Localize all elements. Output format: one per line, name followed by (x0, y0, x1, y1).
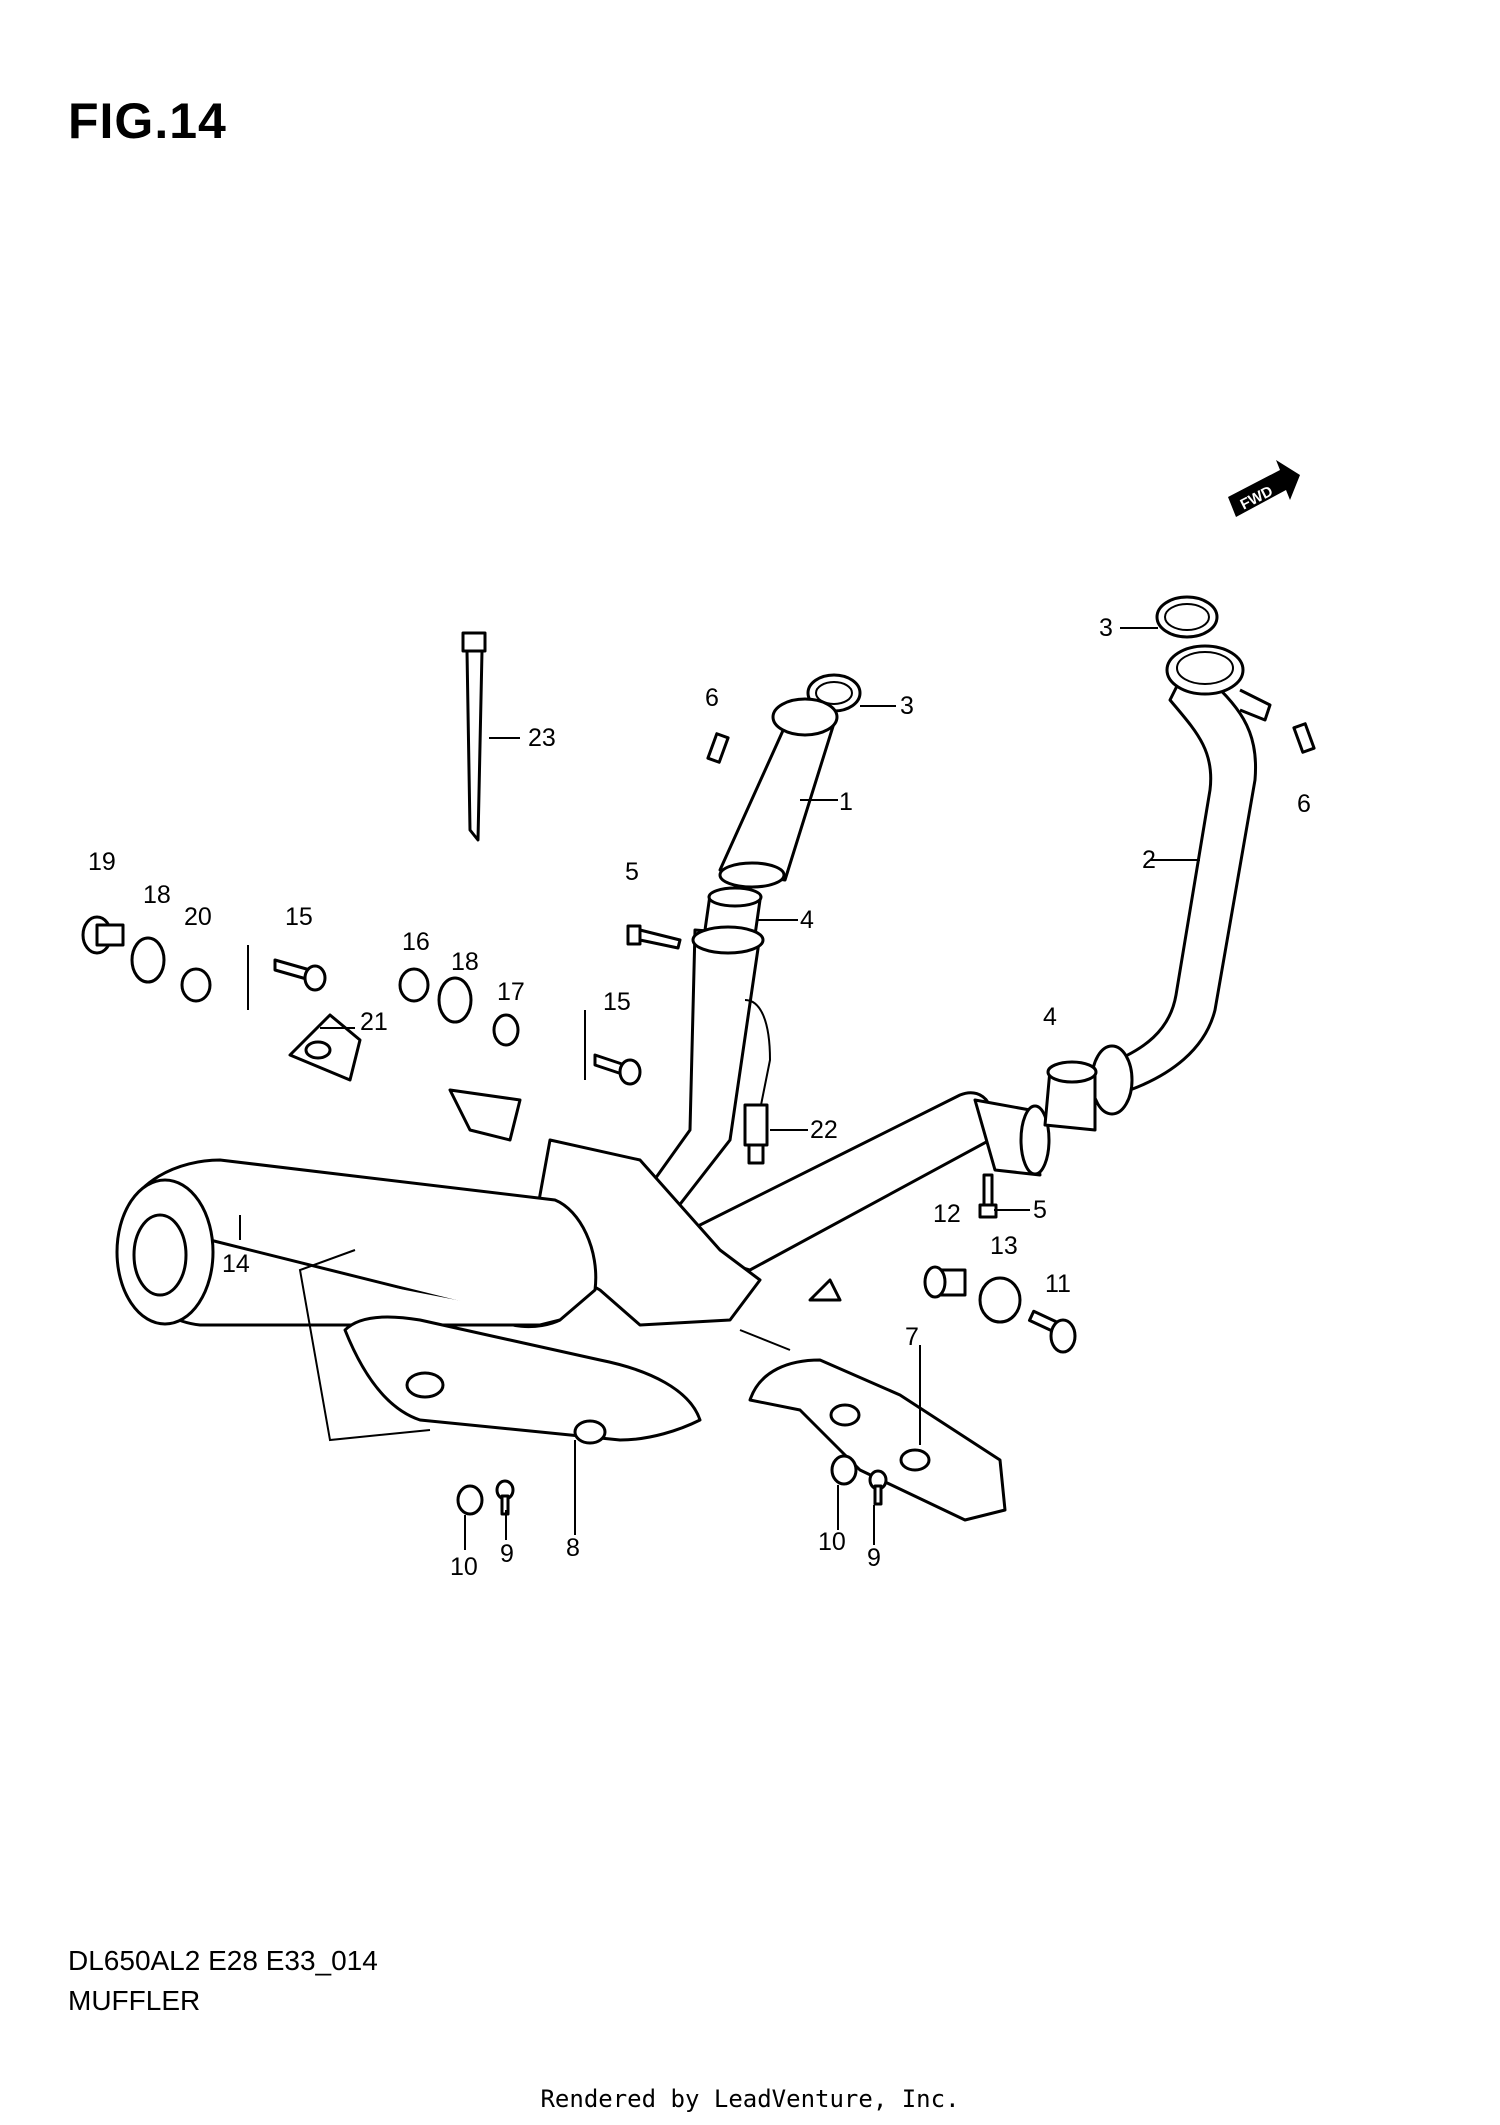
callout-12: 12 (933, 1200, 961, 1228)
callout-23: 23 (528, 724, 556, 752)
callout-21: 21 (360, 1008, 388, 1036)
callout-7: 7 (905, 1323, 919, 1351)
callout-13: 13 (990, 1232, 1018, 1260)
callout-22: 22 (810, 1116, 838, 1144)
muffler-body (115, 925, 1051, 1329)
callout-5-upper: 5 (625, 858, 639, 886)
callout-18-right: 18 (451, 948, 479, 976)
fwd-direction-arrow: FWD (1228, 460, 1300, 517)
callout-16: 16 (402, 928, 430, 956)
callout-1: 1 (839, 788, 853, 816)
heat-shield-rear (748, 1358, 1007, 1522)
mounting-hardware-right (923, 1265, 1077, 1354)
model-code: DL650AL2 E28 E33_014 (68, 1945, 378, 1976)
callout-8: 8 (566, 1534, 580, 1562)
callout-19: 19 (88, 848, 116, 876)
callout-10-left: 10 (450, 1553, 478, 1581)
connector-left (703, 886, 763, 937)
callout-9-left: 9 (500, 1540, 514, 1568)
callout-15-left: 15 (285, 903, 313, 931)
heat-shield-front (343, 1315, 702, 1445)
bolt-collar-left (456, 1479, 515, 1516)
callout-17: 17 (497, 978, 525, 1006)
cable-tie (461, 631, 487, 842)
callout-5-lower: 5 (1033, 1196, 1047, 1224)
leader-lines (239, 627, 1200, 1550)
bolt-upper (626, 924, 682, 950)
bolt-collar-right (830, 1454, 888, 1506)
callout-18-left: 18 (143, 881, 171, 909)
callout-11: 11 (1045, 1270, 1071, 1298)
callout-20: 20 (184, 903, 212, 931)
callout-3-left: 3 (900, 692, 914, 720)
callout-4-left: 4 (800, 906, 814, 934)
stud-bolt-right (1292, 722, 1316, 754)
callout-9-right: 9 (867, 1544, 881, 1572)
callout-10-right: 10 (818, 1528, 846, 1556)
exhaust-pipe-front (718, 697, 839, 889)
callout-2: 2 (1142, 846, 1156, 874)
bolt-lower (978, 1173, 998, 1219)
callout-labels: 1 2 3 3 4 4 5 5 6 6 7 8 9 9 10 10 11 12 … (88, 614, 1311, 1581)
callout-15-right: 15 (603, 988, 631, 1016)
figure-title: FIG.14 (68, 93, 227, 149)
render-credit: Rendered by LeadVenture, Inc. (540, 2085, 960, 2113)
callout-14: 14 (222, 1250, 250, 1278)
stud-bolt-left (706, 732, 730, 764)
oxygen-sensor (743, 999, 772, 1165)
callout-3-right: 3 (1099, 614, 1113, 642)
gasket-right (1155, 595, 1219, 639)
callout-4-right: 4 (1043, 1003, 1057, 1031)
connector-right (1043, 1060, 1098, 1132)
section-name: MUFFLER (68, 1985, 201, 2016)
mounting-hardware-left (81, 915, 642, 1086)
callout-6-left: 6 (705, 684, 719, 712)
exhaust-pipe-rear (1090, 644, 1272, 1116)
callout-6-right: 6 (1297, 790, 1311, 818)
